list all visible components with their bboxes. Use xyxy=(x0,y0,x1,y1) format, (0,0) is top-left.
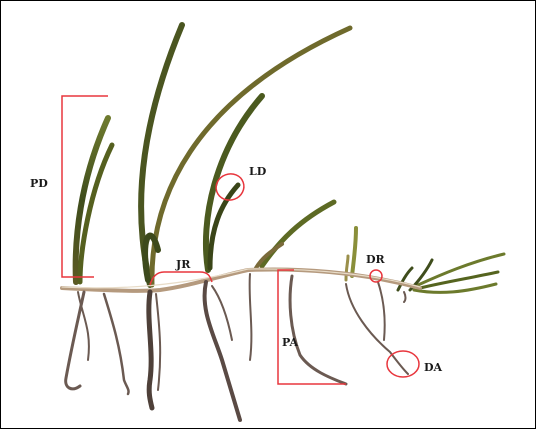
label-pd: PD xyxy=(30,177,48,190)
label-ld: LD xyxy=(249,165,267,178)
leaf-shoot-4 xyxy=(262,202,334,266)
root-1b xyxy=(78,292,89,360)
roots xyxy=(66,274,408,420)
label-dr: DR xyxy=(366,253,386,266)
root-3b xyxy=(156,294,160,390)
root-6 xyxy=(290,276,346,384)
root-3 xyxy=(149,292,152,408)
label-da: DA xyxy=(424,361,443,374)
rhizome xyxy=(62,269,420,291)
root-4 xyxy=(205,282,240,420)
leaf-shoot-5 xyxy=(352,228,356,276)
root-8 xyxy=(378,282,385,340)
leaf-shoot-3b xyxy=(210,185,238,268)
root-2 xyxy=(104,294,129,394)
da-circle xyxy=(387,351,419,377)
leaf-shoot-2b xyxy=(152,28,350,285)
root-5 xyxy=(250,274,252,360)
label-jr: JR xyxy=(175,258,191,271)
leaves xyxy=(76,25,504,292)
label-pa: PA xyxy=(282,336,298,349)
annotations xyxy=(62,96,419,384)
leaf-shoot-5b xyxy=(346,256,348,280)
leaf-shoot-1b xyxy=(80,145,112,282)
root-7 xyxy=(346,284,408,374)
root-4b xyxy=(212,286,232,340)
root-9 xyxy=(404,292,406,302)
